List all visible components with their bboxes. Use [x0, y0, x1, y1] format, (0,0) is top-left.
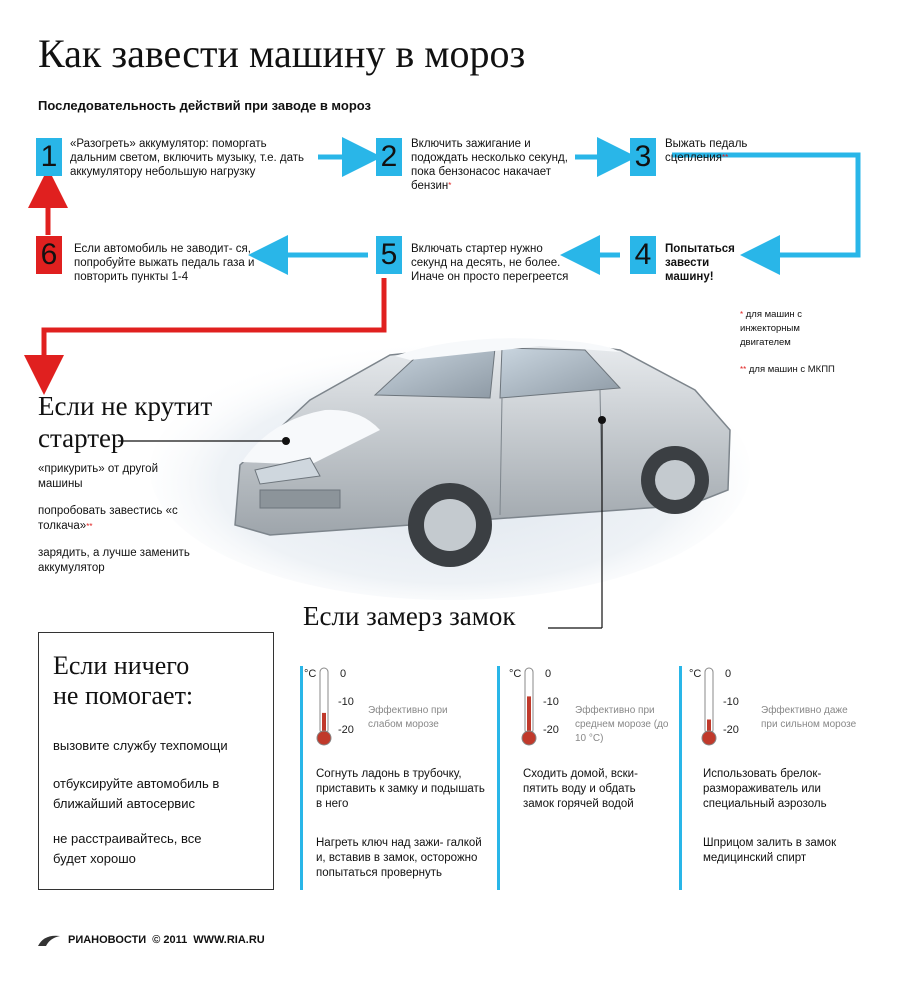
arrow-3-4	[672, 152, 861, 275]
step-5-number: 5	[376, 236, 402, 274]
thermo-mercury-2	[527, 696, 531, 736]
column-1-bar	[300, 666, 303, 890]
column-2-label: Эффективно при среднем морозе (до 10 °C)	[575, 705, 669, 744]
column-3-thermometer: °C 0 -10 -20 Эффективно даже при сильном…	[683, 666, 863, 752]
nothing-heading-line1: Если ничего	[53, 651, 190, 680]
step-3-mark: **	[721, 153, 729, 162]
column-3-bar	[679, 666, 682, 890]
step-2-text: Включить зажигание и подождать несколько…	[411, 138, 568, 192]
step-1-number: 1	[36, 138, 62, 176]
step-3-number: 3	[630, 138, 656, 176]
step-6-text: Если автомобиль не заводит- ся, попробуй…	[74, 243, 255, 283]
column-3-tip-a: Использовать брелок- размораживатель или…	[703, 768, 827, 810]
step-1-text: «Разогреть» аккумулятор: поморгать дальн…	[70, 138, 305, 178]
page-title: Как завести машину в мороз	[38, 31, 526, 76]
tick-10: -10	[543, 696, 559, 708]
step-3-text: Выжать педаль сцепления**	[665, 138, 748, 164]
lock-heading: Если замерз замок	[303, 601, 516, 631]
starter-tip-2: попробовать завестись «с толкача»**	[38, 505, 178, 532]
tick-10: -10	[723, 696, 739, 708]
starter-heading-line1: Если не крутит	[38, 391, 213, 421]
tick-20: -20	[543, 724, 559, 736]
tick-0: 0	[725, 668, 732, 680]
thermo-mercury-1	[322, 712, 326, 736]
pointer-lines	[118, 416, 606, 629]
step-2-number: 2	[376, 138, 402, 176]
step-6-number: 6	[36, 236, 62, 274]
column-3-label: Эффективно даже при сильном морозе	[761, 705, 857, 730]
starter-heading: Если не крутит стартер	[38, 390, 212, 454]
note-mkpp: ** для машин с МКПП	[740, 364, 835, 375]
thermometer-icon	[701, 667, 717, 746]
column-2-bar	[497, 666, 500, 890]
tick-0: 0	[340, 668, 347, 680]
nothing-item-3: не расстраивайтесь, все будет хорошо	[53, 831, 202, 866]
footer-copyright: © 2011	[152, 934, 188, 946]
snowy-car-illustration	[150, 338, 750, 600]
page-subtitle: Последовательность действий при заводе в…	[38, 98, 371, 113]
step-2-mark: *	[448, 181, 452, 190]
thermo-unit: °C	[509, 668, 522, 680]
thermo-mercury-3	[707, 719, 711, 736]
thermo-unit: °C	[689, 668, 702, 680]
column-2-tip-a: Сходить домой, вски- пятить воду и обдат…	[523, 768, 638, 810]
nothing-heading: Если ничего не помогает:	[53, 651, 193, 711]
step-4-text: Попытаться завести машину!	[665, 243, 735, 283]
starter-heading-line2: стартер	[38, 423, 125, 453]
nothing-item-1: вызовите службу техпомощи	[53, 738, 228, 753]
step-5-text: Включать стартер нужно секунд на десять,…	[411, 243, 569, 283]
step-4-number: 4	[630, 236, 656, 274]
column-2-thermometer: °C 0 -10 -20 Эффективно при среднем моро…	[501, 666, 676, 752]
thermo-unit: °C	[304, 668, 317, 680]
starter-tip-3: зарядить, а лучше заменить аккумулятор	[38, 547, 190, 574]
column-3-tip-b: Шприцом залить в замок медицинский спирт	[703, 837, 837, 864]
nothing-helps-box: Если ничего не помогает: вызовите службу…	[38, 632, 274, 890]
tick-10: -10	[338, 696, 354, 708]
ria-logo-icon	[38, 935, 60, 946]
column-1-thermometer: °C 0 -10 -20 Эффективно при слабом мороз…	[304, 666, 494, 752]
note-injector: * для машин с инжекторным двигателем	[740, 309, 803, 348]
column-1-tip-a: Согнуть ладонь в трубочку, приставить к …	[316, 768, 485, 810]
tick-20: -20	[338, 724, 354, 736]
tick-0: 0	[545, 668, 552, 680]
tick-20: -20	[723, 724, 739, 736]
nothing-item-2: отбуксируйте автомобиль в ближайший авто…	[53, 776, 220, 811]
footer: РИАНОВОСТИ © 2011 WWW.RIA.RU	[36, 932, 265, 948]
arrow-5-starter	[24, 278, 387, 395]
flow-arrows	[24, 137, 861, 395]
thermometer-icon	[316, 667, 332, 746]
thermometer-icon	[521, 667, 537, 746]
footer-brand: РИАНОВОСТИ	[68, 934, 147, 946]
column-1-label: Эффективно при слабом морозе	[368, 705, 448, 730]
footer-site: WWW.RIA.RU	[193, 934, 265, 946]
column-1-tip-b: Нагреть ключ над зажи- галкой и, вставив…	[316, 837, 482, 879]
nothing-heading-line2: не помогает:	[53, 681, 194, 710]
starter-tip-1: «прикурить» от другой машины	[38, 463, 158, 490]
